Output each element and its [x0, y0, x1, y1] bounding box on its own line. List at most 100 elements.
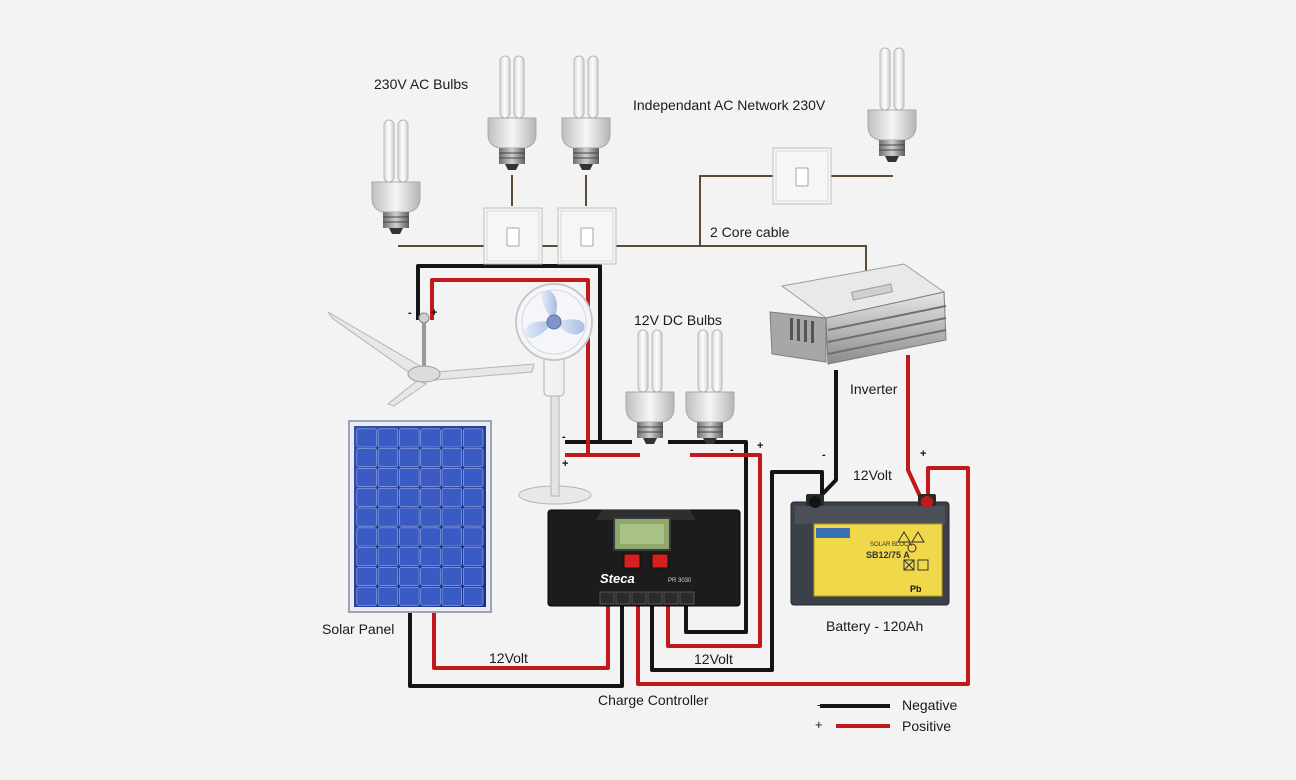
fan-plus-sign: +: [431, 307, 438, 319]
battery-voltage-label: 12Volt: [853, 467, 892, 483]
solar-cell: [462, 487, 484, 507]
wall-switch: [557, 207, 617, 265]
ac-bulb: [487, 55, 537, 171]
controller-brand: Steca: [600, 571, 635, 586]
controller-voltage-label: 12Volt: [694, 651, 733, 667]
solar-cell: [399, 428, 420, 448]
charge-controller: Steca PR 3030: [547, 509, 741, 607]
solar-cell: [356, 547, 377, 567]
solar-cell: [356, 448, 377, 468]
solar-cell: [420, 586, 441, 606]
solar-cell: [399, 567, 420, 586]
ac-bulb: [371, 119, 421, 235]
ac-wiring: [398, 175, 893, 276]
solar-cell: [420, 547, 441, 567]
fan-minus-sign: -: [408, 307, 412, 319]
ac-network-label: Independant AC Network 230V: [633, 97, 826, 113]
solar-cell: [399, 547, 420, 567]
solar-cell: [377, 586, 399, 606]
solar-cell: [441, 468, 463, 487]
solar-cell: [356, 507, 377, 527]
solar-cell: [441, 547, 463, 567]
solar-cell: [356, 468, 377, 487]
solar-panel-label: Solar Panel: [322, 621, 395, 637]
solar-cell: [377, 567, 399, 586]
solar-cell: [420, 527, 441, 547]
solar-cell: [399, 527, 420, 547]
ac-bulbs-label: 230V AC Bulbs: [374, 76, 469, 92]
solar-cell: [441, 527, 463, 547]
solar-cell: [356, 428, 377, 448]
solar-cell: [356, 567, 377, 586]
solar-cell: [377, 468, 399, 487]
solar-cell: [420, 567, 441, 586]
battery-badge-line2: SB12/75 A: [866, 550, 910, 560]
solar-cell: [441, 586, 463, 606]
solar-cell: [420, 448, 441, 468]
solar-cell: [462, 468, 484, 487]
battery-minus-sign: -: [822, 449, 826, 461]
legend-negative-label: Negative: [902, 697, 958, 713]
battery-terminal-negative: [806, 494, 824, 508]
solar-cell: [462, 507, 484, 527]
solar-cell: [377, 428, 399, 448]
solar-cell: [462, 428, 484, 448]
battery-plus-sign: +: [920, 448, 927, 460]
standing-fan: [515, 283, 593, 505]
legend-negative-sign: -: [817, 697, 822, 712]
battery-badge-line1: SOLAR BLOCK: [870, 542, 912, 548]
inverter-label: Inverter: [850, 381, 898, 397]
legend-positive-label: Positive: [902, 718, 952, 734]
solar-cell: [420, 507, 441, 527]
solar-cell: [377, 547, 399, 567]
solar-cell: [399, 507, 420, 527]
charge-controller-label: Charge Controller: [598, 692, 709, 708]
ac-bulb: [867, 47, 917, 163]
legend-positive-sign: +: [815, 717, 823, 732]
solar-cell: [441, 487, 463, 507]
core-cable-label: 2 Core cable: [710, 224, 790, 240]
solar-cell: [462, 527, 484, 547]
solar-cell: [462, 547, 484, 567]
solar-cell: [462, 586, 484, 606]
solar-cell: [377, 527, 399, 547]
solar-cell: [356, 527, 377, 547]
solar-cell: [399, 448, 420, 468]
solar-cell: [441, 507, 463, 527]
solar-cell: [399, 487, 420, 507]
battery-terminal-positive: [918, 494, 936, 508]
positive-wiring: [430, 278, 970, 728]
solar-cell: [377, 448, 399, 468]
solar-panel: [348, 420, 492, 613]
panel-voltage-label: 12Volt: [489, 650, 528, 666]
wall-switch: [483, 207, 543, 265]
ceiling-fan: [327, 311, 535, 407]
dc-bulbs-label: 12V DC Bulbs: [634, 312, 722, 328]
controller-model: PR 3030: [668, 578, 692, 584]
solar-cell: [399, 586, 420, 606]
solar-cell: [356, 586, 377, 606]
solar-cell: [420, 428, 441, 448]
solar-cell: [441, 448, 463, 468]
solar-cell: [399, 468, 420, 487]
solar-cell: [420, 468, 441, 487]
solar-cell: [441, 567, 463, 586]
solar-cell: [462, 567, 484, 586]
solar-cell: [377, 507, 399, 527]
standfan-plus-sign: +: [562, 458, 569, 470]
solar-cell: [377, 487, 399, 507]
battery-badge-chem: Pb: [910, 584, 922, 594]
dc-bulb: [685, 329, 735, 445]
dcbulb-plus-sign: +: [757, 440, 764, 452]
solar-cell: [420, 487, 441, 507]
solar-cell: [462, 448, 484, 468]
battery-label: Battery - 120Ah: [826, 618, 924, 634]
solar-cell: [356, 487, 377, 507]
battery: SOLAR BLOCK SB12/75 A Pb: [790, 494, 950, 606]
wall-switch: [772, 147, 832, 205]
dcbulb-minus-sign: -: [730, 444, 734, 456]
solar-cell: [441, 428, 463, 448]
standfan-minus-sign: -: [562, 431, 566, 443]
